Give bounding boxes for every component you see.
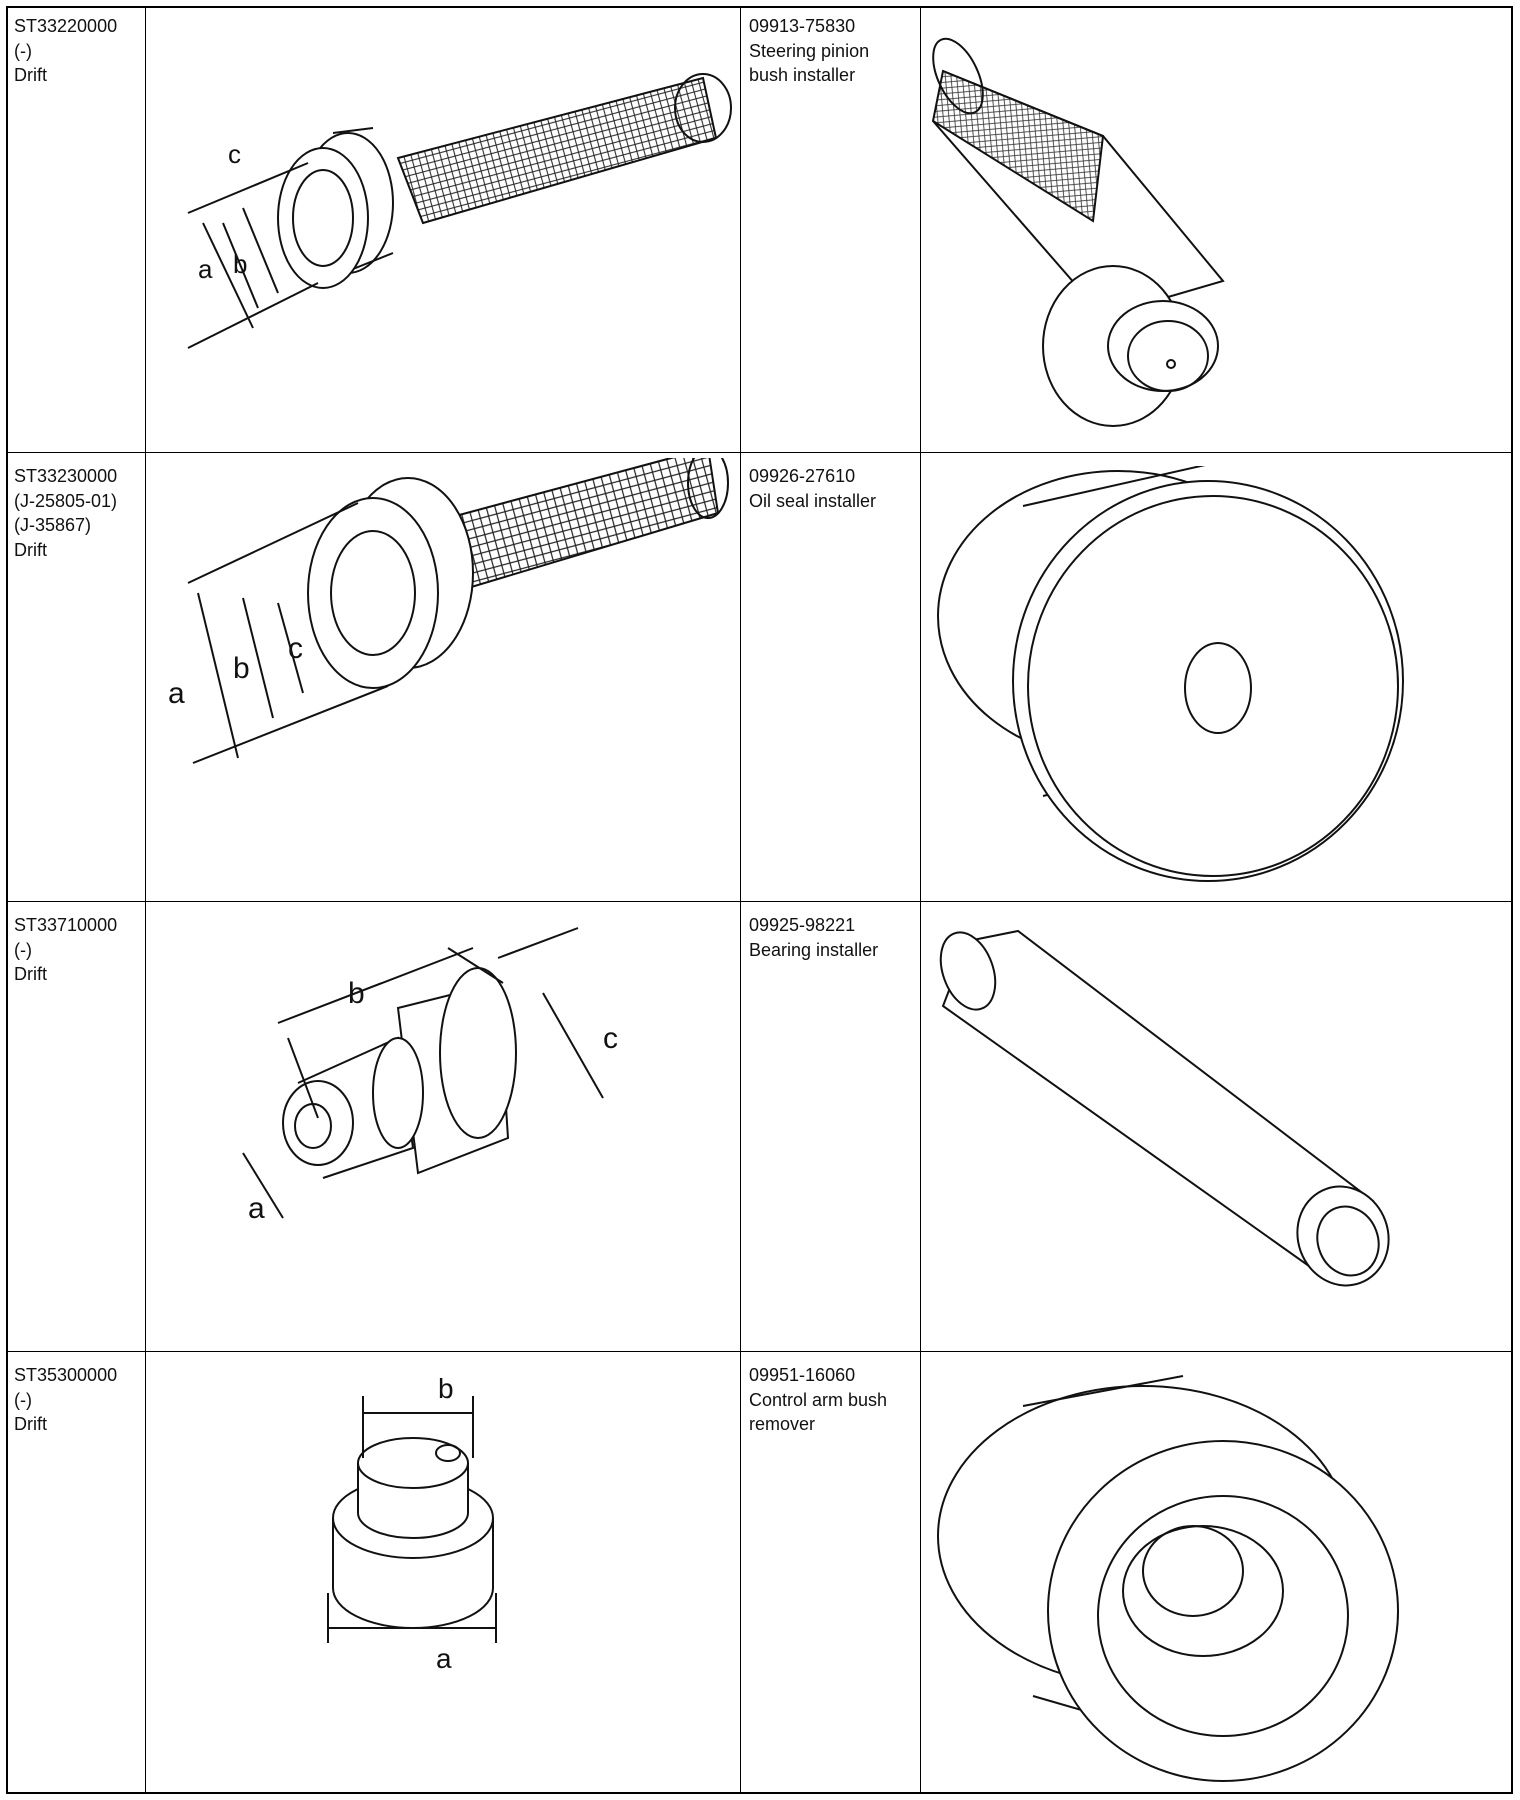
- tool-alt-number: (-): [14, 40, 32, 61]
- tool-name: Drift: [14, 65, 47, 85]
- tool-alt-number: (-): [14, 939, 32, 960]
- tool-description-cell: ST33230000 (J-25805-01) (J-35867) Drift: [14, 464, 117, 562]
- tool-part-number: ST35300000: [14, 1365, 118, 1385]
- drift-illustration: a b c: [168, 458, 729, 764]
- drift-illustration: a b c: [187, 73, 732, 349]
- dimension-label-a: a: [436, 1643, 452, 1674]
- dimension-label-a: a: [168, 677, 185, 710]
- tool-part-number: 09925-98221: [749, 915, 856, 935]
- tool-description-cell: 09926-27610 Oil seal installer: [749, 464, 876, 513]
- dimension-label-a: a: [248, 1192, 265, 1225]
- dimension-label-b: b: [233, 249, 247, 279]
- oil-seal-installer-illustration: [937, 466, 1404, 882]
- dimension-label-c: c: [288, 632, 303, 665]
- drift-illustration: b c a: [242, 927, 618, 1225]
- special-tools-table: ST33220000 (-) Drift a b c 09913-75830 S: [6, 6, 1513, 1794]
- tool-part-number: ST33710000: [14, 915, 118, 935]
- tool-name-continued: bush installer: [749, 65, 856, 85]
- tool-name: Drift: [14, 1414, 47, 1434]
- tool-part-number: 09913-75830: [749, 16, 856, 36]
- tool-name: Drift: [14, 539, 47, 560]
- column-divider: [145, 8, 146, 1792]
- column-divider: [740, 8, 741, 1792]
- tool-alt-number-2: (J-35867): [14, 515, 92, 535]
- drift-illustration: b a: [327, 1373, 497, 1674]
- column-divider: [920, 8, 921, 1792]
- tool-name: Control arm bush: [749, 1389, 888, 1410]
- control-arm-bush-remover-illustration: [937, 1375, 1399, 1782]
- dimension-label-b: b: [233, 652, 250, 685]
- tool-name-continued: remover: [749, 1414, 816, 1434]
- tool-part-number: 09926-27610: [749, 466, 856, 486]
- row-divider: [8, 452, 1511, 453]
- dimension-label-c: c: [228, 139, 241, 169]
- tool-description-cell: ST33710000 (-) Drift: [14, 913, 117, 987]
- tool-name: Oil seal installer: [749, 490, 877, 511]
- tool-description-cell: 09913-75830 Steering pinion bush install…: [749, 14, 869, 88]
- row-divider: [8, 901, 1511, 902]
- dimension-label-c: c: [603, 1022, 618, 1055]
- tool-part-number: 09951-16060: [749, 1365, 856, 1385]
- dimension-label-a: a: [198, 254, 213, 284]
- tool-description-cell: 09951-16060 Control arm bush remover: [749, 1363, 887, 1437]
- dimension-label-b: b: [348, 977, 365, 1010]
- bearing-installer-illustration: [939, 929, 1390, 1287]
- tool-alt-number: (J-25805-01): [14, 490, 118, 511]
- tool-part-number: ST33230000: [14, 466, 118, 486]
- tool-description-cell: ST35300000 (-) Drift: [14, 1363, 117, 1437]
- tool-name: Steering pinion: [749, 40, 870, 61]
- row-divider: [8, 1351, 1511, 1352]
- tool-name: Bearing installer: [749, 939, 879, 960]
- steering-pinion-bush-installer-illustration: [931, 37, 1225, 427]
- tool-description-cell: 09925-98221 Bearing installer: [749, 913, 878, 962]
- tool-description-cell: ST33220000 (-) Drift: [14, 14, 117, 88]
- tool-alt-number: (-): [14, 1389, 32, 1410]
- tool-part-number: ST33220000: [14, 16, 118, 36]
- tool-name: Drift: [14, 964, 47, 984]
- dimension-label-b: b: [438, 1373, 454, 1404]
